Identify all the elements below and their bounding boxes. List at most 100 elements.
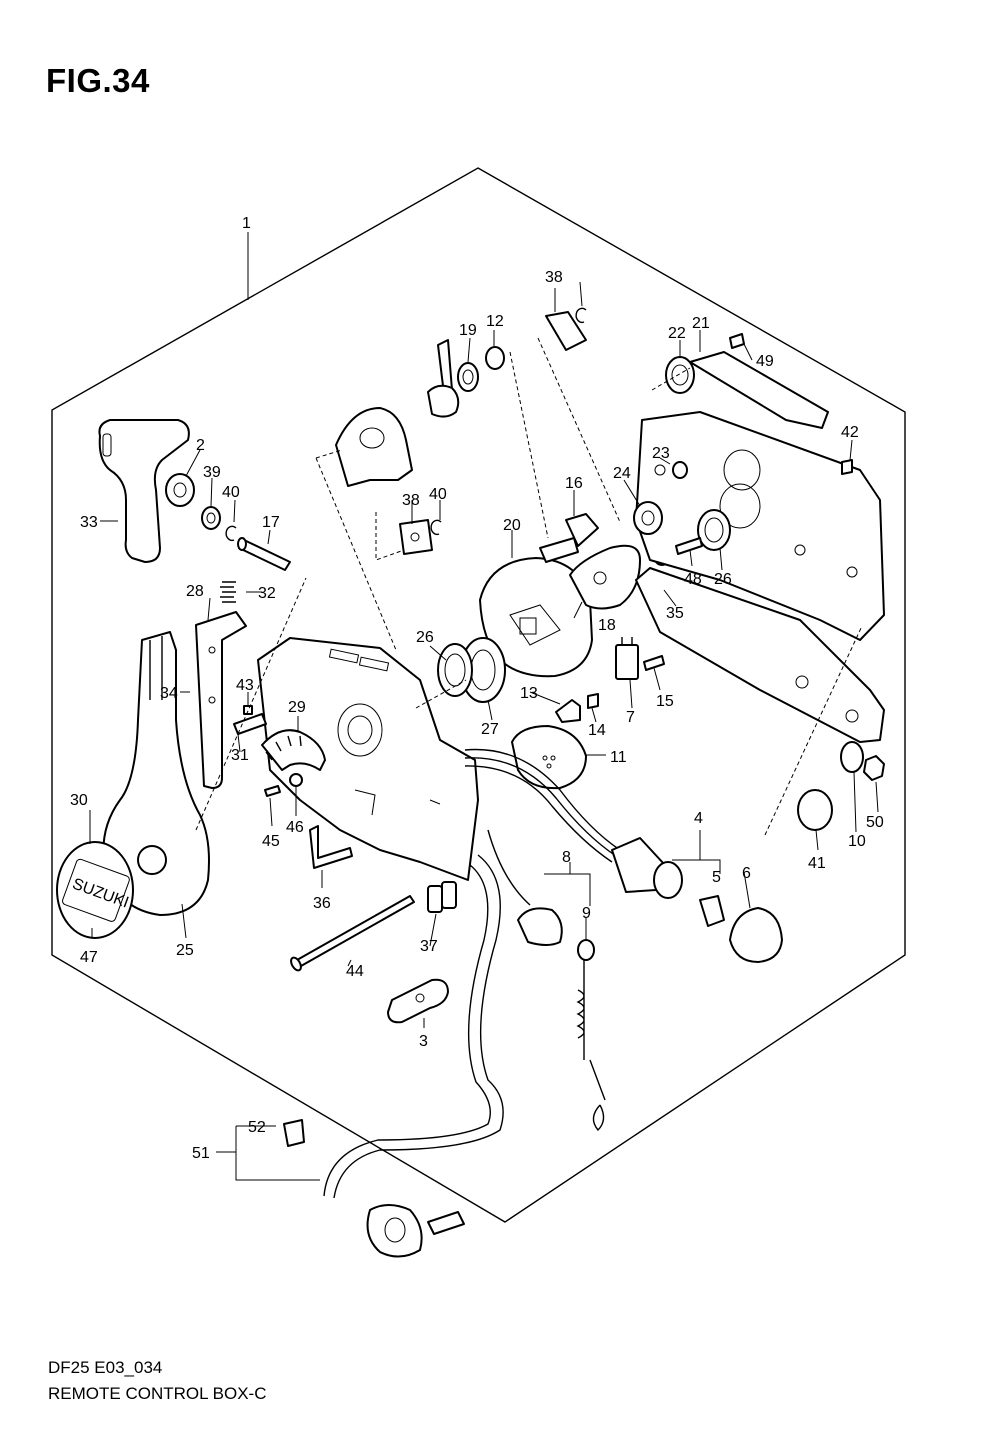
callout-28: 28 xyxy=(186,583,204,600)
plate-part xyxy=(233,713,267,735)
spring-part xyxy=(220,581,236,603)
callout-1: 1 xyxy=(242,215,251,232)
callout-50: 50 xyxy=(866,814,884,831)
callout-13: 13 xyxy=(520,685,538,702)
shaft-part xyxy=(539,513,599,563)
throttle-lever-part xyxy=(427,339,460,418)
key-cap-part xyxy=(729,907,783,963)
neutral-lever-part xyxy=(195,611,247,789)
callout-10: 10 xyxy=(848,833,866,850)
nut-part xyxy=(863,755,885,781)
callout-40b: 40 xyxy=(429,486,447,503)
callout-32: 32 xyxy=(258,585,276,602)
buzzer-part xyxy=(511,725,587,790)
callout-42: 42 xyxy=(841,424,859,441)
model-code-label: DF25 E03_034 xyxy=(48,1358,163,1377)
callout-18: 18 xyxy=(598,617,616,634)
wire-harness-part xyxy=(464,748,621,863)
bracket-part xyxy=(689,351,829,429)
callout-43: 43 xyxy=(236,677,254,694)
long-bolt-part xyxy=(290,895,415,972)
callout-22: 22 xyxy=(668,325,686,342)
callout-15: 15 xyxy=(656,693,674,710)
clip-part xyxy=(430,519,442,536)
spring-washer-part xyxy=(289,773,303,787)
screw-part xyxy=(675,537,703,555)
callout-14: 14 xyxy=(588,722,606,739)
callout-24: 24 xyxy=(613,465,631,482)
screw-part xyxy=(587,693,599,709)
callout-34: 34 xyxy=(160,685,178,702)
shift-lever-part xyxy=(569,544,641,610)
callout-4: 4 xyxy=(694,810,703,827)
side-cover-part xyxy=(635,411,885,641)
callout-33: 33 xyxy=(80,514,98,531)
screw-part xyxy=(729,333,745,349)
callout-44: 44 xyxy=(346,963,364,980)
callout-19: 19 xyxy=(459,322,477,339)
callout-29: 29 xyxy=(288,699,306,716)
harness-cable-part xyxy=(323,854,504,1258)
screw-part xyxy=(841,459,853,475)
bracket-part xyxy=(555,699,581,723)
callout-52: 52 xyxy=(248,1119,266,1136)
cushion-part xyxy=(427,881,457,913)
callout-25: 25 xyxy=(176,942,194,959)
leader-lines xyxy=(89,232,879,1181)
callout-17: 17 xyxy=(262,514,280,531)
callout-35: 35 xyxy=(666,605,684,622)
lever-arm-part xyxy=(102,631,210,916)
assembly-boundary xyxy=(51,167,906,1223)
callout-48: 48 xyxy=(684,571,702,588)
link-part xyxy=(545,311,587,351)
callout-26a: 26 xyxy=(416,629,434,646)
callout-46: 46 xyxy=(286,819,304,836)
bearing-ring-part xyxy=(697,509,731,551)
callout-37: 37 xyxy=(420,938,438,955)
callout-47: 47 xyxy=(80,949,98,966)
screw-part xyxy=(264,785,281,797)
callout-27: 27 xyxy=(481,721,499,738)
callout-7: 7 xyxy=(626,709,635,726)
callout-26b: 26 xyxy=(714,571,732,588)
key-switch-part xyxy=(611,837,683,899)
callout-20: 20 xyxy=(503,517,521,534)
callout-36: 36 xyxy=(313,895,331,912)
stop-switch-part xyxy=(487,829,563,946)
callout-49: 49 xyxy=(756,353,774,370)
callout-30: 30 xyxy=(70,792,88,809)
callout-9: 9 xyxy=(582,905,591,922)
assembly-name-label: REMOTE CONTROL BOX-C xyxy=(48,1384,267,1403)
key-part xyxy=(699,895,725,927)
figure-title: FIG.34 xyxy=(46,62,150,99)
bushing-part xyxy=(457,362,479,392)
callout-39: 39 xyxy=(203,464,221,481)
washer-part xyxy=(840,741,864,773)
callout-2: 2 xyxy=(196,437,205,454)
hub-cap-part: SUZUKI xyxy=(56,841,134,939)
link-part xyxy=(399,519,433,555)
callout-8: 8 xyxy=(562,849,571,866)
shift-cam-part xyxy=(335,407,413,487)
side-cover-part xyxy=(635,567,885,743)
callout-40a: 40 xyxy=(222,484,240,501)
lanyard-part xyxy=(576,939,606,1132)
control-housing-part xyxy=(257,637,479,881)
grommet-part xyxy=(387,978,449,1024)
pin-part xyxy=(237,537,291,571)
fuse-part xyxy=(283,1119,305,1147)
callout-41: 41 xyxy=(808,855,826,872)
callout-38a: 38 xyxy=(545,269,563,286)
damper-part xyxy=(797,789,833,831)
callout-45: 45 xyxy=(262,833,280,850)
screw-part xyxy=(643,655,665,671)
detent-gear-part xyxy=(261,729,326,771)
washer-part xyxy=(485,346,505,370)
bearing-ring-part xyxy=(437,643,473,697)
callout-23: 23 xyxy=(652,445,670,462)
callout-31: 31 xyxy=(231,747,249,764)
callout-21: 21 xyxy=(692,315,710,332)
clip-part xyxy=(225,525,237,542)
handle-grip-part xyxy=(98,419,190,563)
